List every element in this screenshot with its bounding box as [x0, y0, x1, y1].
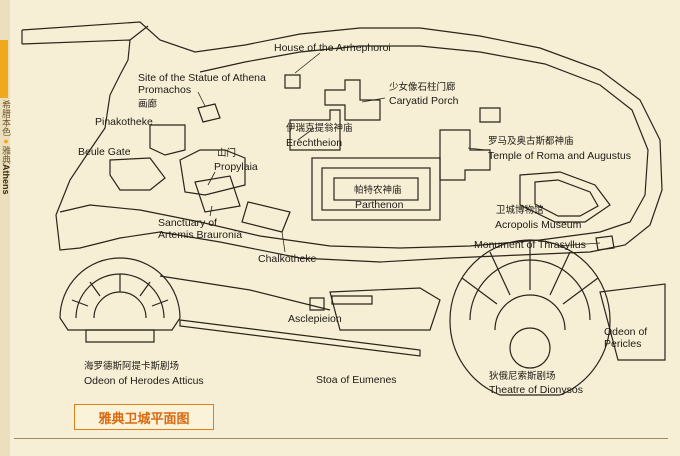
roma-annex: [479, 107, 501, 123]
asclepieion-outline: [329, 287, 441, 331]
label-odeon-pericles: Odeon of Pericles: [604, 326, 647, 350]
monument-thrasyllus: [595, 235, 615, 251]
label-stoa: Stoa of Eumenes: [316, 374, 397, 386]
house-arrhephoroi-outline: [284, 74, 301, 89]
leader-thrasyllus: [557, 242, 601, 247]
top-left-road: [21, 25, 149, 44]
odeon-pericles-outline: [599, 283, 666, 361]
leader-roma: [467, 147, 487, 151]
side-city-cn: 雅典: [1, 146, 11, 164]
label-pinakotheke-cn: 画廊: [138, 99, 158, 110]
label-artemis-line2: Artemis Brauronia: [158, 229, 243, 241]
label-statue-athena: Site of the Statue of Athena Promachos: [138, 72, 266, 96]
label-artemis-line1: Sanctuary of: [158, 217, 217, 229]
page-edge-strip: [0, 0, 10, 456]
dionysos-theatre-outer: [449, 239, 611, 396]
herodes-odeon-outer: [59, 257, 181, 331]
stoa-of-eumenes: [179, 319, 421, 357]
map-title: 雅典卫城平面图: [74, 404, 214, 430]
label-erechtheion-cn: 伊瑞克提翁神庙: [286, 123, 353, 134]
roma-temple-outline: [439, 129, 491, 181]
label-herodes: Odeon of Herodes Atticus: [84, 375, 204, 387]
label-thrasyllus: Monument of Thrasyllus: [474, 239, 586, 251]
label-herodes-cn: 海罗德斯阿提卡斯剧场: [84, 361, 180, 372]
sanctuary-artemis-outline: [194, 175, 241, 213]
leader-caryatid: [361, 97, 386, 103]
leader-propylaia: [207, 171, 216, 186]
asclepieion-stoa: [331, 295, 373, 305]
label-parthenon-cn: 帕特农神庙: [354, 185, 402, 196]
herodes-odeon-stage: [85, 329, 155, 343]
label-asclepieion: Asclepieion: [288, 313, 342, 325]
label-dionysos-cn: 狄俄尼索斯剧场: [489, 371, 556, 382]
label-propylaia-cn: 山门: [217, 148, 237, 159]
label-propylaia: Propylaia: [214, 161, 258, 173]
leader-arrhephoroi: [294, 52, 321, 74]
herodes-odeon-rays: [71, 274, 169, 307]
asclepieion-annex: [309, 297, 325, 311]
label-odeon-pericles-line1: Odeon of: [604, 326, 648, 338]
chapter-side-label: 希腊本色●雅典Athens: [1, 100, 11, 195]
side-book-title: 希腊本色: [1, 100, 11, 136]
acropolis-museum-outline: [519, 171, 611, 223]
chalkotheke-outline: [241, 201, 291, 233]
label-caryatid: Caryatid Porch: [389, 95, 459, 107]
herodes-odeon-inner: [93, 291, 147, 319]
leader-chalkotheke: [281, 231, 286, 253]
label-chalkotheke: Chalkotheke: [258, 253, 317, 265]
chapter-tab: [0, 40, 8, 98]
acropolis-inner-wall: [59, 45, 649, 249]
side-dot: ●: [1, 136, 11, 146]
label-roma-cn: 罗马及奥古斯都神庙: [488, 136, 574, 147]
pinakotheke-outline: [149, 124, 186, 156]
beule-gate-path: [109, 157, 166, 191]
label-beule-gate: Beule Gate: [78, 146, 131, 158]
leader-artemis: [209, 205, 213, 217]
athena-promachos-base: [197, 103, 221, 123]
erechtheion-outline: [289, 109, 341, 151]
label-roma: Temple of Roma and Augustus: [488, 150, 632, 162]
leader-athena: [197, 91, 206, 107]
label-odeon-pericles-line2: Pericles: [604, 338, 642, 350]
side-city-en: Athens: [1, 164, 11, 195]
label-dionysos: Theatre of Dionysos: [489, 384, 583, 396]
label-statue-athena-line1: Site of the Statue of Athena: [138, 72, 266, 84]
label-statue-athena-line2: Promachos: [138, 84, 192, 96]
acropolis-outer-wall: [21, 21, 663, 263]
parthenon-cella: [333, 177, 419, 201]
label-erechtheion: Erechtheion: [286, 137, 343, 149]
bottom-rule: [14, 438, 668, 439]
dionysos-orchestra: [509, 327, 551, 369]
label-caryatid-cn: 少女像石柱门廊: [389, 82, 456, 93]
caryatid-porch-outline: [324, 79, 381, 121]
parthenon-inner: [321, 167, 431, 211]
parthenon-outline: [311, 157, 441, 221]
label-museum-cn: 卫城博物馆: [496, 205, 544, 216]
label-parthenon: Parthenon: [355, 199, 404, 211]
label-pinakotheke: Pinakotheke: [95, 116, 153, 128]
peripatos-road: [159, 275, 331, 311]
label-artemis: Sanctuary of Artemis Brauronia: [158, 217, 242, 241]
acropolis-museum-inner: [534, 179, 599, 217]
leader-erechtheion: [297, 127, 315, 141]
label-museum: Acropolis Museum: [495, 219, 582, 231]
dionysos-theatre-inner: [494, 294, 566, 331]
dionysos-theatre-rays: [461, 240, 599, 305]
label-house-arrhephoroi: House of the Arrhephoroi: [274, 42, 391, 54]
propylaia-outline: [179, 149, 246, 196]
